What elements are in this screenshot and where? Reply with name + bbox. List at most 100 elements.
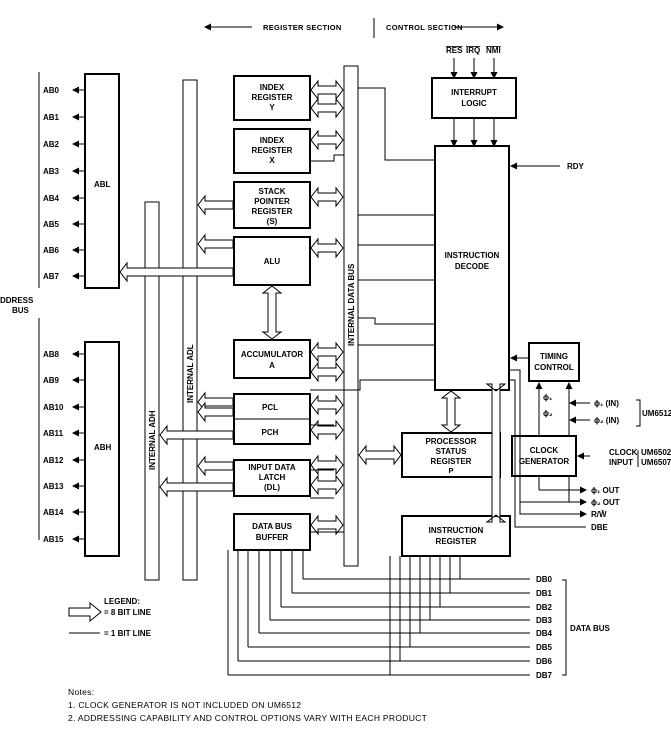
control-section-label: CONTROL SECTION: [386, 23, 463, 32]
data-bus-line-label: DB5: [536, 643, 553, 652]
timing-control: [528, 342, 580, 382]
svg-text:CONTROL: CONTROL: [534, 363, 574, 372]
svg-text:Y: Y: [269, 103, 275, 112]
svg-text:DATA BUS: DATA BUS: [252, 522, 293, 531]
eight-bit-arrow-legend-icon: [68, 601, 102, 623]
legend-title: LEGEND:: [104, 597, 140, 606]
svg-text:POINTER: POINTER: [254, 197, 290, 206]
control-wiring: [310, 58, 590, 533]
eight-bit-bus-arrow: [310, 454, 344, 476]
clock-generator: [511, 435, 577, 477]
svg-text:REGISTER: REGISTER: [252, 207, 293, 216]
address-line-label: AB7: [43, 272, 60, 281]
phi2-label: ϕ₂: [543, 409, 553, 418]
nmi-label: NMI: [486, 46, 501, 55]
stack-pointer-register: [233, 181, 311, 229]
svg-text:REGISTER: REGISTER: [252, 93, 293, 102]
abh-register: [84, 341, 120, 557]
address-line-label: AB4: [43, 194, 60, 203]
svg-text:A: A: [269, 361, 275, 370]
index-register-x: [233, 128, 311, 174]
internal-data-bus-label: INTERNAL DATA BUS: [347, 263, 356, 346]
instruction-decode: [434, 145, 510, 391]
address-bus: DDRESS BUS ABL ABH AB0AB1AB2AB3AB4AB5AB6…: [0, 72, 120, 557]
eight-bit-bus-arrow: [310, 474, 344, 496]
eight-bit-bus-arrow: [197, 455, 234, 477]
eight-bit-bus-arrow: [440, 390, 462, 433]
register-section-label: REGISTER SECTION: [263, 23, 342, 32]
data-bus-buffer: [233, 513, 311, 551]
data-bus-line-label: DB7: [536, 671, 553, 680]
address-line-label: AB1: [43, 113, 60, 122]
address-bus-label-2: BUS: [12, 306, 30, 315]
control-blocks: INTERRUPT LOGIC INSTRUCTION DECODE TIMIN…: [401, 77, 580, 557]
note-2: 2. ADDRESSING CAPABILITY AND CONTROL OPT…: [68, 713, 427, 723]
interrupt-logic: [431, 77, 517, 119]
register-blocks: INDEX REGISTER Y INDEX REGISTER X STACK …: [233, 75, 311, 551]
address-line-label: AB14: [43, 508, 64, 517]
eight-bit-bus-arrow: [159, 476, 234, 498]
svg-text:INSTRUCTION: INSTRUCTION: [445, 251, 500, 260]
phi1-in-label: ϕ₁ (IN): [594, 399, 619, 408]
svg-text:INDEX: INDEX: [260, 83, 285, 92]
address-line-label: AB13: [43, 482, 64, 491]
svg-text:TIMING: TIMING: [540, 352, 568, 361]
eight-bit-bus-arrow: [310, 186, 344, 208]
address-line-label: AB6: [43, 246, 60, 255]
um6507-label: UM6507: [641, 458, 671, 467]
address-line-label: AB10: [43, 403, 64, 412]
index-register-y: [233, 75, 311, 121]
accumulator-register: [233, 339, 311, 379]
phi1-out-label: ϕ₁ OUT: [591, 486, 620, 495]
data-bus-bracket: [562, 579, 567, 676]
note-1: 1. CLOCK GENERATOR IS NOT INCLUDED ON UM…: [68, 700, 301, 710]
um6512-label: UM6512: [642, 409, 671, 418]
svg-text:INSTRUCTION: INSTRUCTION: [429, 526, 484, 535]
rw-label: R/W̄: [591, 510, 607, 519]
eight-bit-bus-arrow: [310, 514, 344, 536]
eight-bit-bus-arrow: [310, 237, 344, 259]
eight-bit-bus-arrow: [310, 361, 344, 383]
eight-bit-bus-arrow: [310, 97, 344, 119]
address-line-label: AB8: [43, 350, 60, 359]
phi2-out-label: ϕ₂ OUT: [591, 498, 620, 507]
eight-bit-bus-arrow: [310, 419, 344, 441]
internal-adh-label: INTERNAL ADH: [148, 410, 157, 470]
svg-text:GENERATOR: GENERATOR: [519, 457, 570, 466]
address-line-label: AB9: [43, 376, 60, 385]
clock-input-label: CLOCK: [609, 448, 638, 457]
alu-block: [233, 236, 311, 286]
svg-text:DECODE: DECODE: [455, 262, 490, 271]
svg-text:STACK: STACK: [259, 187, 286, 196]
eight-bit-bus-arrow: [310, 129, 344, 151]
svg-text:INPUT DATA: INPUT DATA: [248, 463, 295, 472]
svg-text:PROCESSOR: PROCESSOR: [425, 437, 476, 446]
svg-text:STATUS: STATUS: [436, 447, 467, 456]
internal-buses: INTERNAL ADH INTERNAL ADL INTERNAL DATA …: [144, 65, 359, 581]
address-line-label: AB12: [43, 456, 64, 465]
svg-text:INTERRUPT: INTERRUPT: [451, 88, 497, 97]
eight-bit-bus-arrow: [485, 383, 507, 523]
address-bus-label: DDRESS: [0, 296, 34, 305]
address-line-label: AB3: [43, 167, 60, 176]
eight-bit-bus-arrow: [310, 341, 344, 363]
svg-text:P: P: [448, 466, 453, 475]
signal-labels: RES IRQ NMI RDY ϕ₁ (IN) ϕ₂ (IN) UM6512 ϕ…: [446, 46, 671, 532]
legend-one-bit: = 1 BIT LINE: [104, 629, 152, 638]
clock-input-label-2: INPUT: [609, 458, 633, 467]
instruction-register: [401, 515, 511, 557]
data-bus-line-label: DB3: [536, 616, 553, 625]
legend: LEGEND: = 8 BIT LINE = 1 BIT LINE: [68, 597, 152, 638]
svg-text:ACCUMULATOR: ACCUMULATOR: [241, 350, 304, 359]
data-bus-line-label: DB6: [536, 657, 553, 666]
internal-adh-bus: [144, 201, 160, 581]
abl-label: ABL: [94, 180, 111, 189]
eight-bit-bus-arrows: [119, 79, 507, 536]
eight-bit-bus-arrow: [159, 424, 234, 446]
svg-text:LATCH: LATCH: [259, 473, 286, 482]
address-line-label: AB0: [43, 86, 60, 95]
phi1-label: ϕ₁: [543, 393, 553, 402]
res-label: RES: [446, 46, 463, 55]
data-bus-line-label: DB1: [536, 589, 553, 598]
